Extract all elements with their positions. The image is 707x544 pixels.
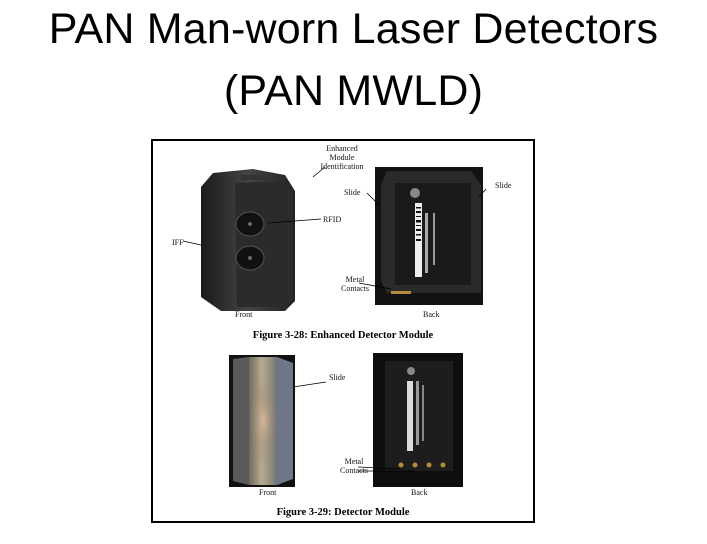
figure-3-28-caption: Figure 3-28: Enhanced Detector Module <box>252 330 434 341</box>
front-label: Front <box>259 488 277 497</box>
back-label: Back <box>411 488 428 497</box>
figure-illustrations <box>182 166 487 487</box>
enhanced-module-front-photo <box>201 169 295 311</box>
figure-3-29-caption: Figure 3-29: Detector Module <box>276 507 410 518</box>
detector-module-front-photo <box>229 355 295 487</box>
front-label: Front <box>235 310 253 319</box>
slide-label-left: Slide <box>344 188 361 197</box>
back-label: Back <box>423 310 440 319</box>
slide-title-line1: PAN Man-worn Laser Detectors <box>48 5 659 53</box>
figure-frame: Enhanced Module Identification RFID IFF … <box>151 139 535 523</box>
slide-title-line2: (PAN MWLD) <box>223 67 484 115</box>
rfid-label: RFID <box>323 215 342 224</box>
slide-label: Slide <box>329 373 346 382</box>
leader-lines <box>182 166 487 472</box>
enhanced-module-id-label: Enhanced Module Identification <box>320 144 364 171</box>
detector-module-back-photo <box>373 353 463 487</box>
enhanced-module-back-photo <box>375 167 483 305</box>
slide-label-right: Slide <box>495 181 512 190</box>
metal-contacts-label: Metal Contacts <box>340 457 368 475</box>
metal-contacts-label: Metal Contacts <box>341 275 369 293</box>
iff-label: IFF <box>172 238 184 247</box>
